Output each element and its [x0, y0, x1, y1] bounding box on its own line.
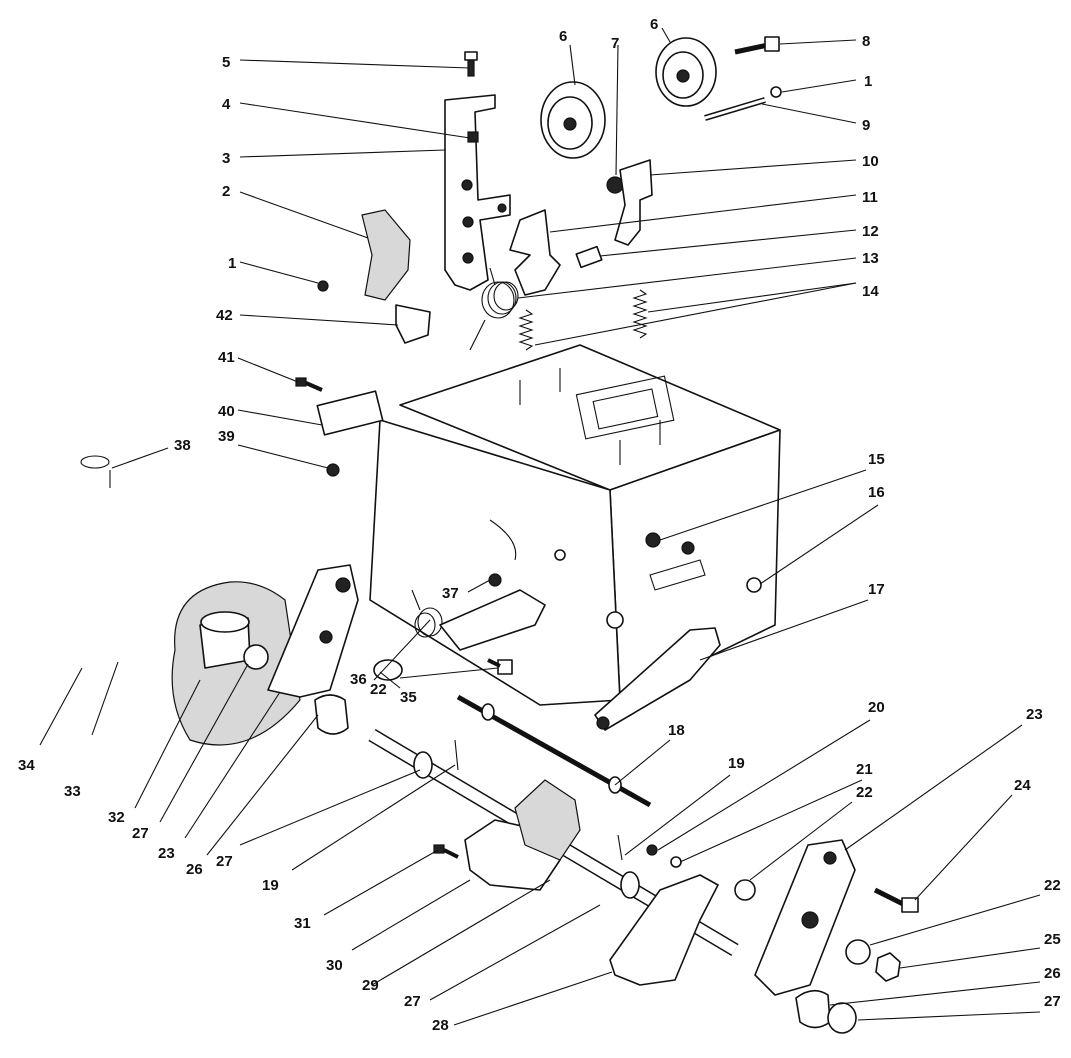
pin-part-9: [704, 97, 766, 121]
callout-27-low: 27: [404, 993, 421, 1010]
spacer-part-12: [575, 245, 603, 269]
callout-1-left: 1: [228, 255, 236, 272]
callout-29: 29: [362, 977, 379, 994]
callout-22-right: 22: [1044, 877, 1061, 894]
spring-part-13: [469, 267, 519, 351]
callout-27-right: 27: [1044, 993, 1061, 1010]
callout-42: 42: [216, 307, 233, 324]
callout-21: 21: [856, 761, 873, 778]
washer-part-22-right: [845, 939, 871, 965]
crank-part-28: [609, 874, 719, 986]
callout-36: 36: [350, 671, 367, 688]
callout-40: 40: [218, 403, 235, 420]
pulley-part-6-right: [655, 37, 717, 107]
bushing-part-26-right: [795, 989, 831, 1029]
nut-part-39: [326, 463, 340, 477]
side-plate-left: [267, 564, 359, 698]
callout-22-mid: 22: [856, 784, 873, 801]
callout-9: 9: [862, 117, 870, 134]
leader-lines: [39, 27, 1041, 1026]
callout-20: 20: [868, 699, 885, 716]
callout-3: 3: [222, 150, 230, 167]
washer-part-21: [670, 856, 682, 868]
pulley-part-6-left: [540, 81, 606, 159]
callout-11: 11: [862, 189, 878, 206]
nut-part-1-left: [317, 280, 329, 292]
bolt-part-24: [873, 887, 919, 913]
gear-segment-part-29: [514, 779, 581, 861]
decal-part-40: [316, 390, 384, 436]
nut-part-15: [645, 532, 661, 548]
callout-19-right: 19: [728, 755, 745, 772]
part-drawings: [80, 36, 919, 1034]
bolt-part-41: [295, 377, 323, 392]
bolt-part-20: [646, 844, 658, 856]
plate-part-2: [361, 209, 411, 301]
bolt-part-31: [433, 844, 459, 859]
callout-10: 10: [862, 153, 879, 170]
callout-12: 12: [862, 223, 879, 240]
callout-6-left: 6: [559, 28, 567, 45]
washer-part-22-mid: [734, 879, 756, 901]
callout-19-left: 19: [262, 877, 279, 894]
callout-5: 5: [222, 54, 230, 71]
spring-part-36: [411, 589, 443, 638]
washer-part-16: [746, 577, 762, 593]
linkage-arm: [439, 589, 546, 651]
callout-30: 30: [326, 957, 343, 974]
callout-2: 2: [222, 183, 230, 200]
callout-1-upper: 1: [864, 73, 872, 90]
nut-part-25: [875, 952, 901, 982]
bolt-part-8: [734, 36, 780, 55]
callout-13: 13: [862, 250, 879, 267]
callout-41: 41: [218, 349, 235, 366]
callout-24: 24: [1014, 777, 1031, 794]
washer-part-23-left: [243, 644, 269, 670]
lever-part-17: [594, 627, 721, 731]
callout-28: 28: [432, 1017, 449, 1034]
callout-38: 38: [174, 437, 191, 454]
arm-part-10: [614, 159, 653, 246]
washer-part-27-right: [827, 1002, 857, 1034]
callout-7: 7: [611, 35, 619, 52]
bushing-part-26-left: [314, 694, 349, 735]
bolt-part-37: [488, 573, 502, 587]
callout-15: 15: [868, 451, 885, 468]
callout-33: 33: [64, 783, 81, 800]
callout-34: 34: [18, 757, 35, 774]
callout-6-right: 6: [650, 16, 658, 33]
callout-23-right: 23: [1026, 706, 1043, 723]
bolt-part-5: [464, 51, 478, 77]
bracket-part-3: [444, 94, 511, 291]
callout-26-left: 26: [186, 861, 203, 878]
callout-labels: 5 4 3 2 1 42 41 40 39 38 6 7 6 8 1 9 10 …: [18, 16, 1061, 1034]
nut-part-1-upper: [770, 86, 782, 98]
callout-4: 4: [222, 96, 231, 113]
housing-frame: [369, 344, 781, 706]
callout-22-left: 22: [370, 681, 387, 698]
callout-32: 32: [108, 809, 125, 826]
callout-16: 16: [868, 484, 885, 501]
callout-35: 35: [400, 689, 417, 706]
callout-27-left: 27: [132, 825, 149, 842]
clip-part-38: [80, 455, 111, 488]
callout-8: 8: [862, 33, 870, 50]
callout-25: 25: [1044, 931, 1061, 948]
arm-part-11: [509, 209, 561, 296]
springs-part-14: [518, 289, 648, 351]
callout-18: 18: [668, 722, 685, 739]
knob-part-42: [395, 304, 431, 344]
callout-39: 39: [218, 428, 235, 445]
callout-26-right: 26: [1044, 965, 1061, 982]
callout-27-mid: 27: [216, 853, 233, 870]
callout-17: 17: [868, 581, 885, 598]
callout-14: 14: [862, 283, 879, 300]
callout-37: 37: [442, 585, 459, 602]
bolt-part-35: [487, 658, 513, 675]
washer-part-22-left: [373, 659, 403, 681]
wheel-assembly: [171, 581, 301, 746]
callout-31: 31: [294, 915, 311, 932]
callout-23-left: 23: [158, 845, 175, 862]
